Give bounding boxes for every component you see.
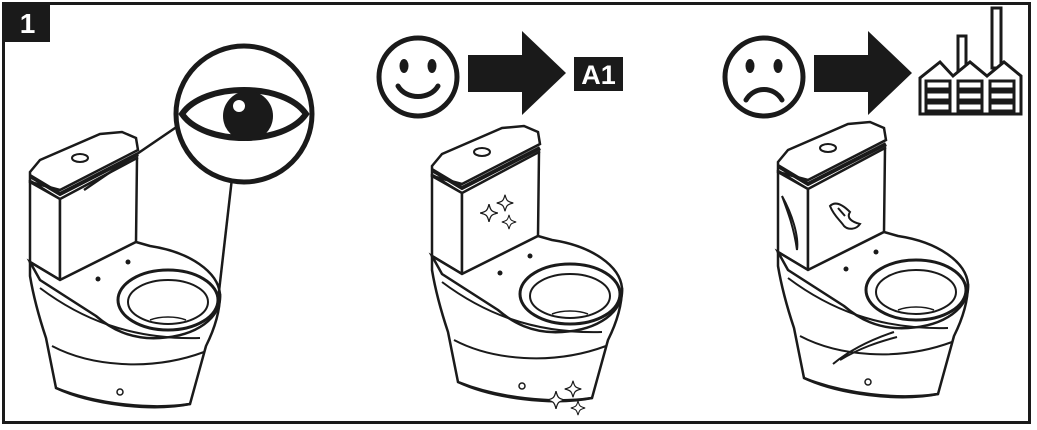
sparkle-icon [547, 381, 585, 415]
eye-icon [176, 46, 312, 182]
factory-icon [920, 8, 1021, 114]
grade-label: A1 [581, 60, 616, 90]
grade-badge: A1 [574, 57, 623, 91]
arrow-right-icon [814, 31, 912, 115]
callout-line-bottom [218, 178, 232, 300]
smiley-icon [379, 38, 457, 116]
toilet-inspect [30, 132, 220, 407]
toilet-clean [432, 126, 622, 401]
arrow-right-icon [468, 31, 566, 115]
frowning-face-icon [725, 38, 803, 116]
toilet-damaged [778, 122, 968, 397]
